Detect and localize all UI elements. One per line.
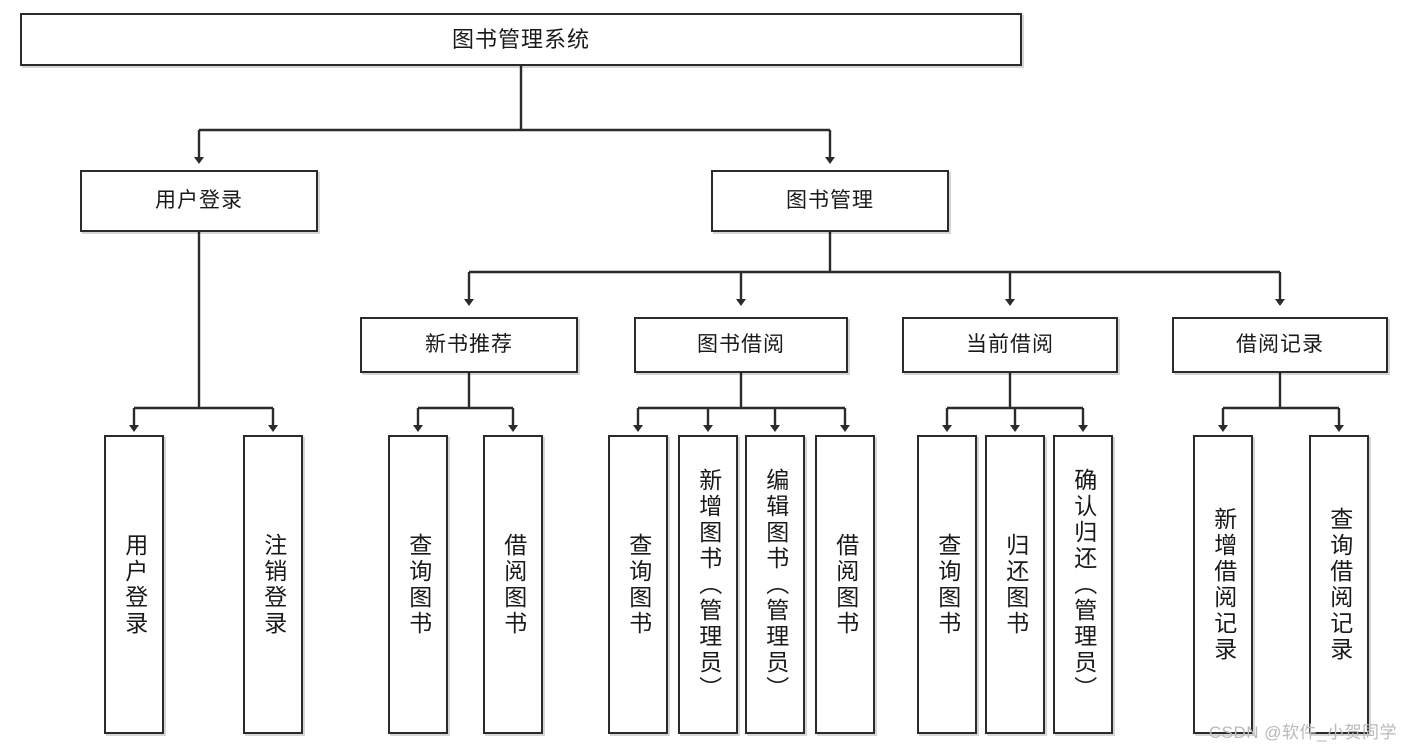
node-user-login[interactable]: 用户登录 (80, 170, 318, 232)
node-label: 新书推荐 (425, 332, 513, 356)
node-label: 注销登录 (260, 532, 287, 637)
node-label: 用户登录 (121, 532, 148, 637)
leaf-book-borrow-edit[interactable]: 编辑图书（管理员） (745, 435, 805, 734)
node-label: 新增借阅记录 (1210, 506, 1237, 663)
node-label: 借阅图书 (500, 532, 527, 637)
node-label: 借阅图书 (832, 532, 859, 637)
leaf-book-borrow-add[interactable]: 新增图书（管理员） (678, 435, 738, 734)
node-borrow-record[interactable]: 借阅记录 (1172, 317, 1388, 373)
leaf-new-book-query[interactable]: 查询图书 (388, 435, 448, 734)
node-root-system[interactable]: 图书管理系统 (20, 13, 1022, 66)
leaf-current-borrow-return[interactable]: 归还图书 (985, 435, 1045, 734)
node-label: 图书借阅 (697, 332, 785, 356)
node-label: 图书管理 (786, 188, 874, 212)
leaf-user-login-signin[interactable]: 用户登录 (104, 435, 164, 734)
leaf-borrow-record-query[interactable]: 查询借阅记录 (1309, 435, 1369, 734)
leaf-new-book-borrow[interactable]: 借阅图书 (483, 435, 543, 734)
leaf-book-borrow-lend[interactable]: 借阅图书 (815, 435, 875, 734)
node-label: 查询借阅记录 (1326, 506, 1353, 663)
leaf-borrow-record-add[interactable]: 新增借阅记录 (1193, 435, 1253, 734)
node-label: 归还图书 (1002, 532, 1029, 637)
leaf-user-login-signout[interactable]: 注销登录 (243, 435, 303, 734)
node-book-borrow[interactable]: 图书借阅 (634, 317, 848, 373)
node-label: 查询图书 (405, 532, 432, 637)
node-label: 确认归还（管理员） (1070, 467, 1097, 702)
leaf-current-borrow-query[interactable]: 查询图书 (917, 435, 977, 734)
node-current-borrow[interactable]: 当前借阅 (902, 317, 1118, 373)
node-label: 编辑图书（管理员） (762, 467, 789, 702)
node-label: 查询图书 (625, 532, 652, 637)
node-label: 图书管理系统 (451, 26, 590, 52)
node-label: 当前借阅 (966, 332, 1054, 356)
node-new-book-recommend[interactable]: 新书推荐 (360, 317, 578, 373)
node-label: 查询图书 (934, 532, 961, 637)
leaf-current-borrow-confirm[interactable]: 确认归还（管理员） (1053, 435, 1113, 734)
leaf-book-borrow-query[interactable]: 查询图书 (608, 435, 668, 734)
node-book-management[interactable]: 图书管理 (711, 170, 949, 232)
node-label: 新增图书（管理员） (695, 467, 722, 702)
node-label: 借阅记录 (1236, 332, 1324, 356)
node-label: 用户登录 (155, 188, 243, 212)
